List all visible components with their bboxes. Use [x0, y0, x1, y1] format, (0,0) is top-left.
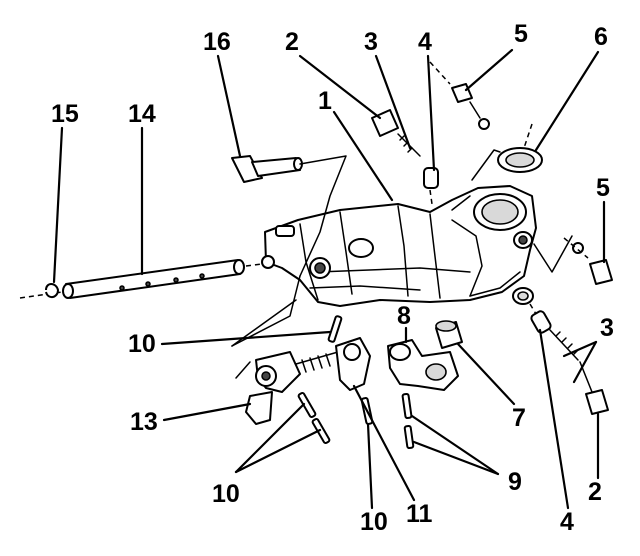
callout-5-right: 5 — [596, 174, 610, 202]
right-breather — [533, 235, 613, 285]
callout-2-right: 2 — [588, 478, 602, 506]
shift-shaft — [19, 259, 263, 299]
leader-lines — [52, 48, 606, 510]
callout-9: 9 — [508, 468, 522, 496]
callout-5-upper: 5 — [514, 20, 528, 48]
bushing — [435, 320, 463, 349]
callout-16: 16 — [203, 28, 231, 56]
callout-1: 1 — [318, 87, 332, 115]
filler-cap — [471, 123, 543, 181]
callout-10-bottom: 10 — [212, 480, 240, 508]
retaining-clip — [45, 283, 59, 298]
callout-10-left: 10 — [128, 330, 156, 358]
callout-6: 6 — [594, 23, 608, 51]
shift-lever — [387, 339, 459, 391]
callout-2-upper: 2 — [285, 28, 299, 56]
transmission-housing — [261, 185, 537, 307]
callout-3-right: 3 — [600, 314, 614, 342]
callout-8: 8 — [397, 302, 411, 330]
callout-11: 11 — [406, 500, 433, 528]
callout-3-upper: 3 — [364, 28, 378, 56]
callout-15: 15 — [51, 100, 79, 128]
callout-4-right: 4 — [560, 508, 574, 536]
callout-13: 13 — [130, 408, 158, 436]
plug-bolt — [231, 155, 347, 277]
callout-14: 14 — [128, 100, 156, 128]
callout-10-center: 10 — [360, 508, 388, 536]
callout-4-upper: 4 — [418, 28, 432, 56]
upper-detent-assembly — [371, 109, 439, 205]
callout-7: 7 — [512, 404, 526, 432]
right-detent-assembly — [529, 303, 609, 415]
shift-fork — [245, 351, 339, 425]
upper-breather — [429, 61, 490, 130]
